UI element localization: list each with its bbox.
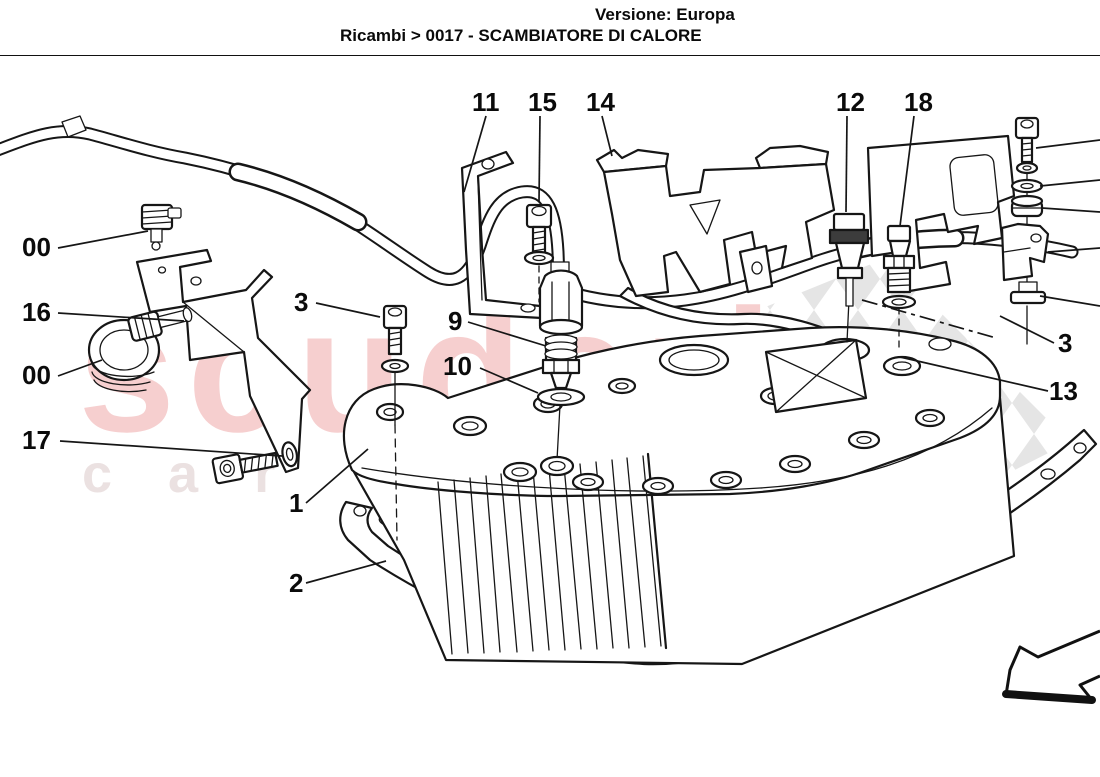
callout-11: 11 — [472, 87, 500, 117]
reference-centerline — [861, 299, 997, 339]
sensor-12 — [828, 212, 870, 343]
cover-bosses — [375, 337, 952, 496]
fastener-stack-right — [1000, 116, 1050, 345]
hose-union-nut — [538, 261, 584, 336]
callout-16: 16 — [22, 297, 51, 327]
callout-labels: 00 16 00 17 3 9 10 1 2 11 15 14 12 18 3 … — [22, 87, 1078, 598]
callout-3-right: 3 — [1058, 328, 1072, 358]
callout-13: 13 — [1049, 376, 1078, 406]
callout-12: 12 — [836, 87, 865, 117]
header-divider — [0, 55, 1100, 56]
hose-clamp — [87, 307, 193, 393]
line-art — [0, 115, 1098, 666]
bracket-14 — [595, 144, 864, 354]
screw-17 — [211, 441, 299, 485]
callout-00-fitting: 00 — [22, 232, 51, 262]
callout-18: 18 — [904, 87, 933, 117]
callout-14: 14 — [586, 87, 615, 117]
bracket-11 — [460, 150, 544, 320]
leader-lines — [57, 115, 1100, 584]
callout-2: 2 — [289, 568, 303, 598]
callout-3-left: 3 — [294, 287, 308, 317]
callout-9: 9 — [448, 306, 462, 336]
breadcrumb: Ricambi > 0017 - SCAMBIATORE DI CALORE — [340, 26, 702, 45]
callout-1: 1 — [289, 488, 303, 518]
washer-10 — [536, 387, 586, 477]
heat-exchanger-body — [342, 326, 1016, 666]
bracket-16 — [135, 248, 312, 474]
callout-15: 15 — [528, 87, 557, 117]
callout-10: 10 — [443, 351, 472, 381]
sensor-9 — [541, 334, 581, 390]
direction-arrow — [1002, 629, 1100, 704]
elbow-fitting — [140, 203, 182, 251]
callout-00-clamp: 00 — [22, 360, 51, 390]
bolt-3-left — [380, 304, 410, 541]
ribbed-plate-13 — [764, 338, 868, 414]
sensor-18 — [881, 224, 917, 349]
version-label: Versione: Europa — [595, 5, 735, 24]
callout-17: 17 — [22, 425, 51, 455]
bolt-15 — [523, 203, 555, 303]
